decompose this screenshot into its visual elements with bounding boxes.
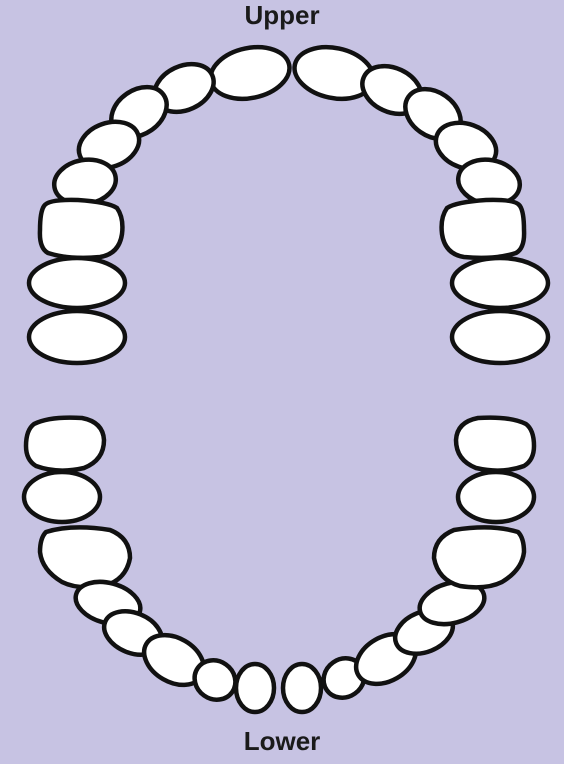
upper-arch [29,40,548,363]
upper-tooth-7[interactable] [29,258,125,308]
upper-tooth-6[interactable] [40,200,123,258]
lower-tooth-9[interactable] [283,664,321,712]
lower-tooth-3[interactable] [40,527,130,587]
upper-tooth-8[interactable] [29,311,125,363]
upper-tooth-16[interactable] [452,311,548,363]
lower-tooth-16[interactable] [456,418,534,471]
lower-tooth-14[interactable] [434,527,524,587]
upper-tooth-14[interactable] [442,200,525,258]
lower-arch [24,418,534,712]
upper-tooth-1[interactable] [206,40,295,106]
lower-tooth-8[interactable] [236,664,274,712]
lower-tooth-2[interactable] [24,472,100,522]
lower-tooth-1[interactable] [26,418,104,471]
lower-tooth-15[interactable] [458,472,534,522]
upper-tooth-15[interactable] [452,258,548,308]
